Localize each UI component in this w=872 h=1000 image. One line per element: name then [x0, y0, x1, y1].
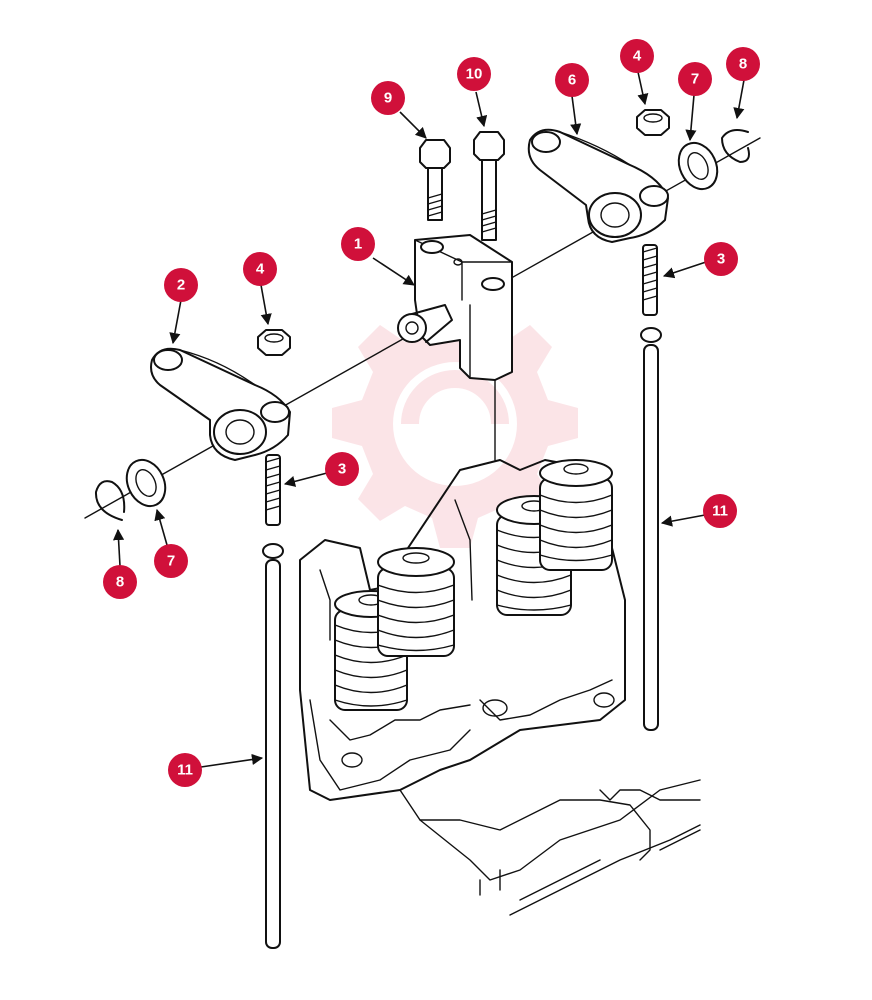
callout-1: 1 — [341, 227, 375, 261]
callout-7-right: 7 — [678, 62, 712, 96]
adjusting-screw-right — [642, 244, 658, 316]
svg-text:2: 2 — [177, 277, 185, 294]
leader-lines — [112, 71, 745, 768]
callout-10: 10 — [457, 57, 491, 91]
lock-nut-right — [636, 109, 670, 136]
retaining-clip-right — [721, 129, 750, 163]
rocker-support-bracket — [397, 234, 513, 381]
callout-8-right: 8 — [726, 47, 760, 81]
push-rod-left — [262, 543, 284, 949]
callout-4-right: 4 — [620, 39, 654, 73]
svg-text:7: 7 — [691, 71, 699, 88]
svg-text:3: 3 — [717, 251, 725, 268]
callout-11-right: 11 — [703, 494, 737, 528]
rocker-arm-left — [150, 347, 291, 461]
retaining-clip-left — [94, 480, 126, 521]
push-rod-right — [640, 327, 662, 731]
lock-nut-left — [257, 329, 291, 356]
callout-11-left: 11 — [168, 753, 202, 787]
svg-text:9: 9 — [384, 90, 392, 107]
valve-spring-rear-left — [377, 547, 455, 657]
valve-spring-rear-right — [539, 459, 613, 571]
bolt-short — [419, 139, 451, 221]
svg-text:8: 8 — [116, 574, 124, 591]
thrust-washer-right — [677, 141, 719, 191]
callout-3-left: 3 — [325, 452, 359, 486]
thrust-washer-left — [125, 458, 167, 508]
callout-8-left: 8 — [103, 565, 137, 599]
svg-text:4: 4 — [256, 261, 265, 278]
callout-9: 9 — [371, 81, 405, 115]
callout-4-left: 4 — [243, 252, 277, 286]
callout-2: 2 — [164, 268, 198, 302]
watermark-logo — [332, 300, 578, 548]
svg-text:8: 8 — [739, 56, 747, 73]
svg-text:7: 7 — [167, 553, 175, 570]
svg-text:11: 11 — [177, 762, 193, 779]
callout-6: 6 — [555, 63, 589, 97]
callout-3-right: 3 — [704, 242, 738, 276]
adjusting-screw-left — [265, 454, 281, 526]
svg-text:1: 1 — [354, 236, 362, 253]
svg-text:4: 4 — [633, 48, 642, 65]
bolt-long — [473, 131, 505, 241]
svg-text:10: 10 — [466, 66, 483, 83]
rocker-arm-right — [527, 128, 669, 243]
svg-text:6: 6 — [568, 72, 576, 89]
callout-7-left: 7 — [154, 544, 188, 578]
svg-text:3: 3 — [338, 461, 346, 478]
svg-text:11: 11 — [712, 503, 728, 520]
